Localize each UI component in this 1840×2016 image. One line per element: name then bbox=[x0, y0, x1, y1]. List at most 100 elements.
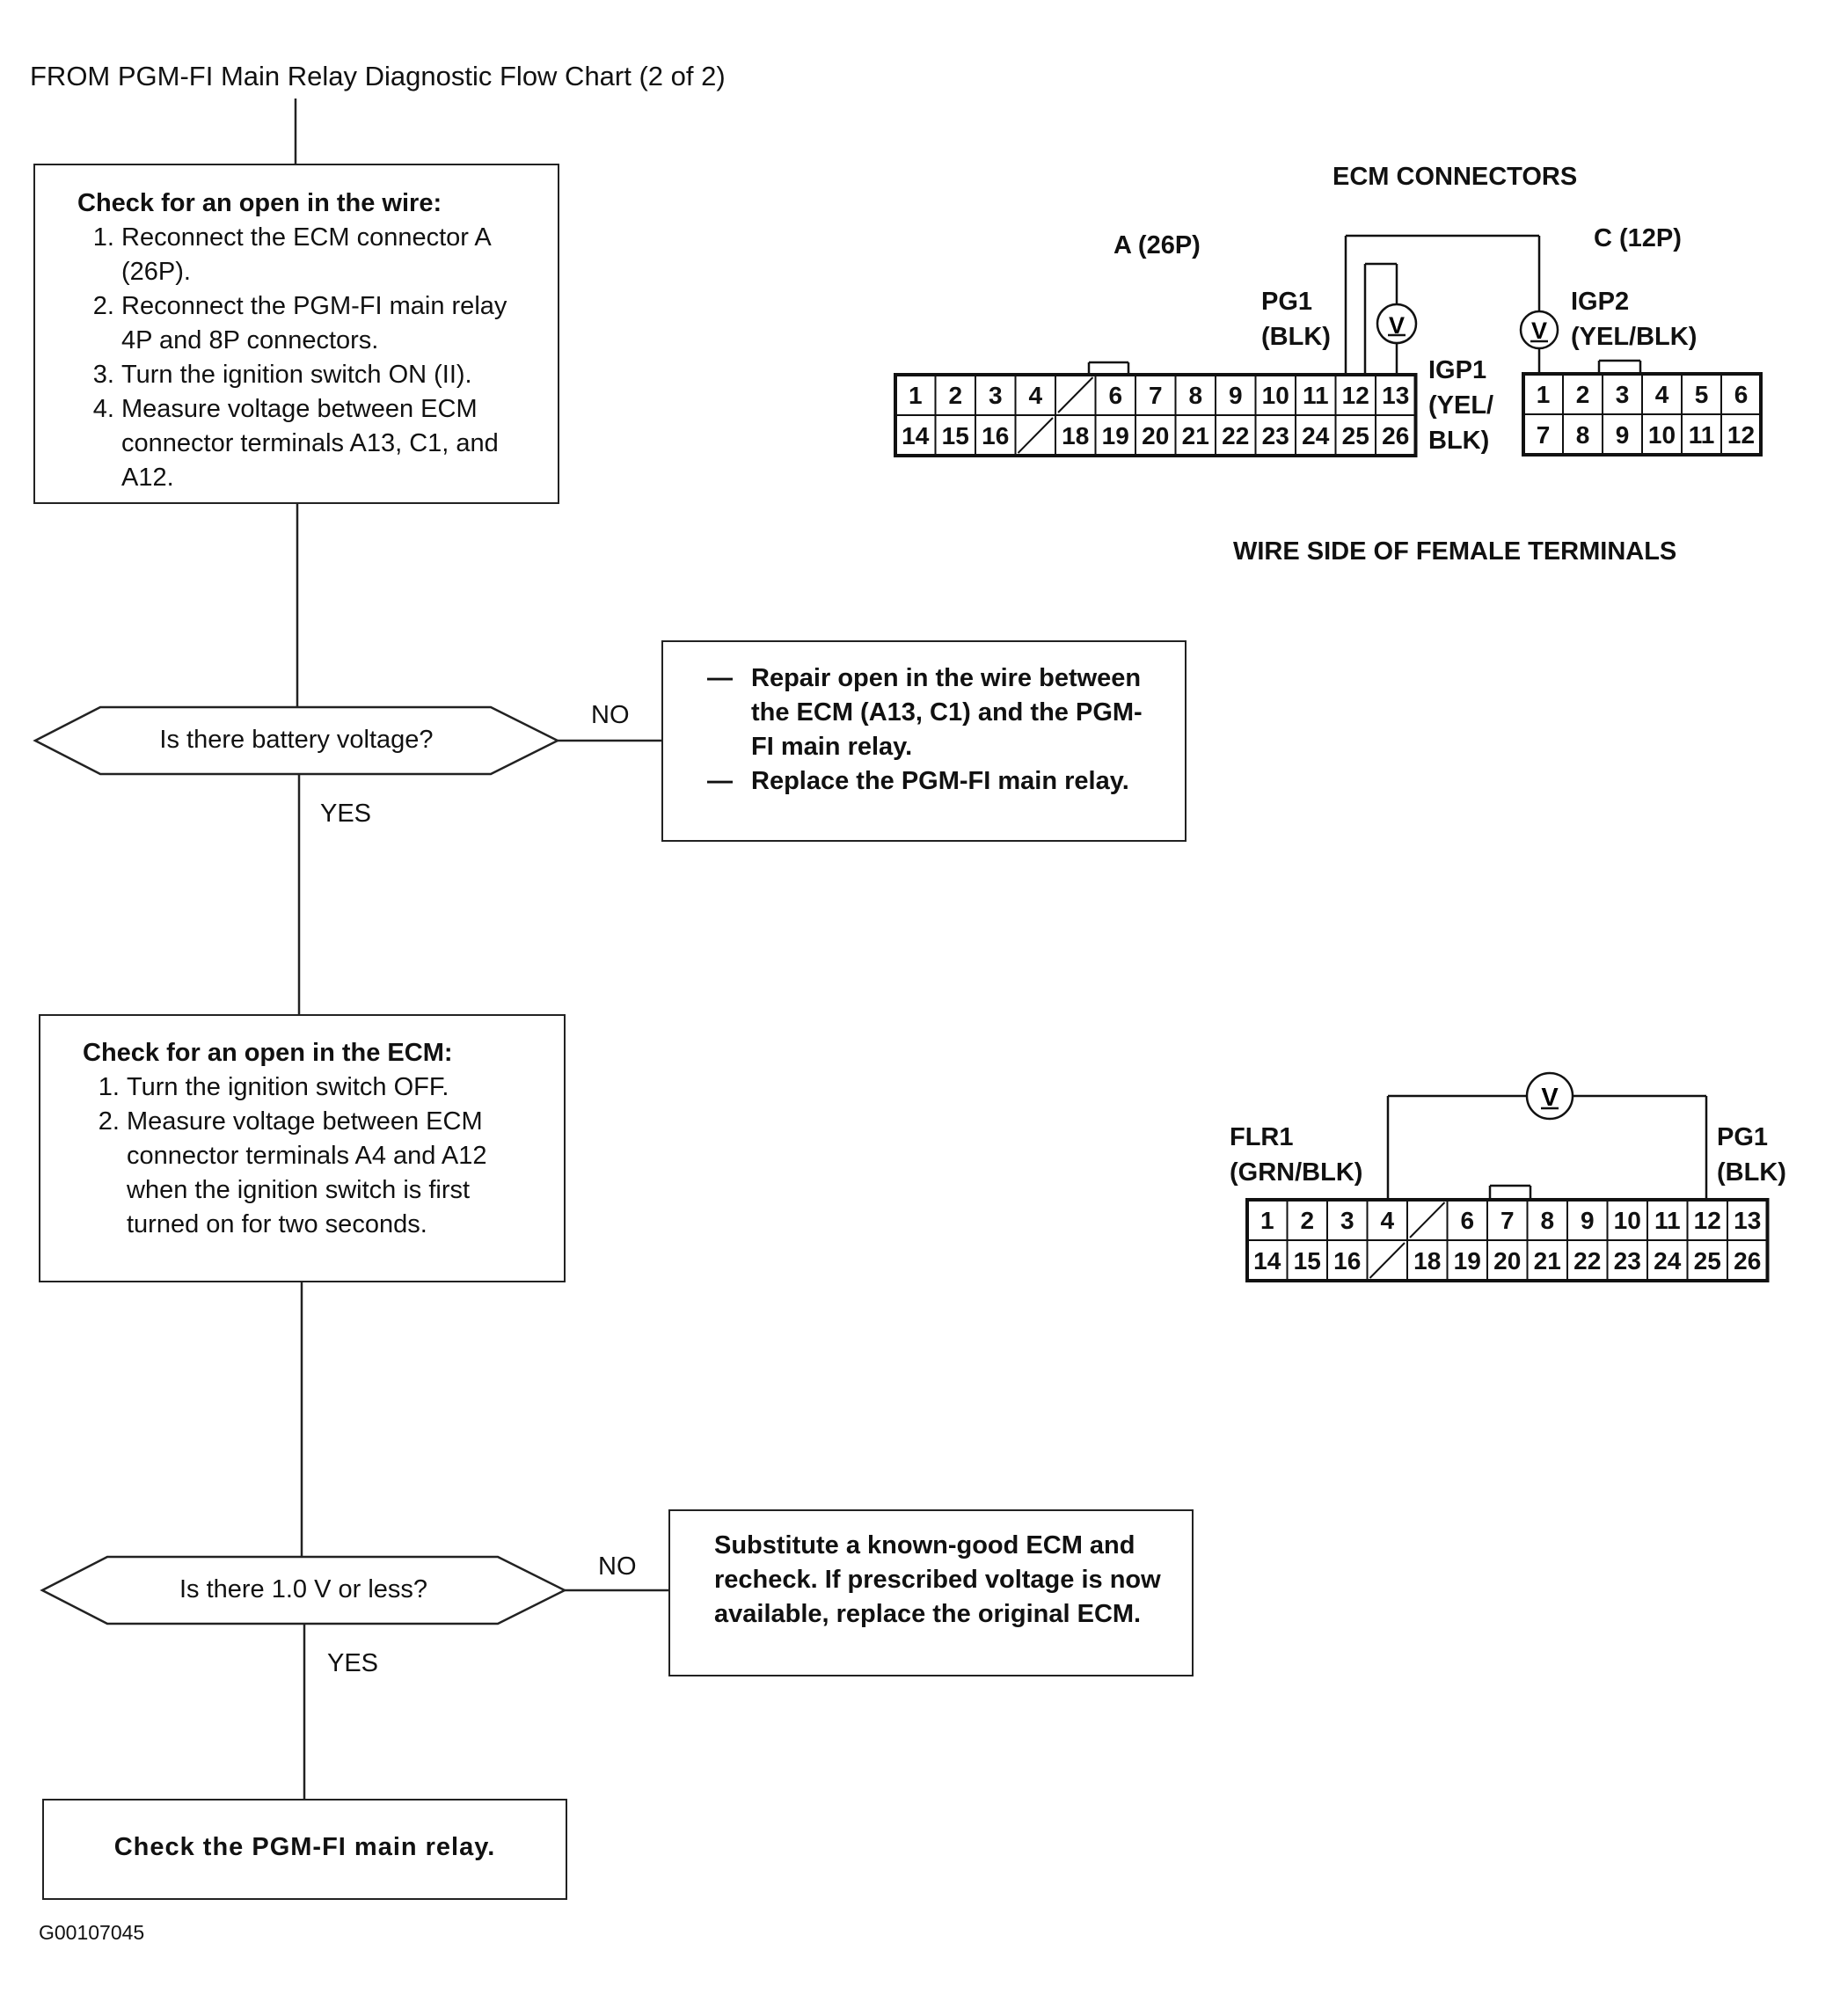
terminal-number: 16 bbox=[1333, 1247, 1361, 1275]
terminal-number: 21 bbox=[1534, 1247, 1561, 1275]
decision2-yes-label: YES bbox=[327, 1649, 379, 1677]
terminal-number: 7 bbox=[1537, 421, 1551, 449]
terminal-number: 2 bbox=[1576, 381, 1590, 408]
pg1-label-line2: (BLK) bbox=[1261, 323, 1331, 351]
igp1-label-line2: (YEL/ bbox=[1428, 391, 1494, 420]
terminal-number: 1 bbox=[1260, 1207, 1274, 1234]
terminal-number: 14 bbox=[902, 422, 930, 449]
step2-item: Turn the ignition switch OFF. bbox=[127, 1070, 540, 1105]
no2-text: Substitute a known-good ECM and recheck.… bbox=[714, 1531, 1161, 1628]
terminal-number: 7 bbox=[1149, 382, 1163, 409]
terminal-number: 6 bbox=[1734, 381, 1749, 408]
decision2-diamond bbox=[40, 1555, 567, 1625]
decision2-no-label: NO bbox=[598, 1552, 637, 1581]
unused-terminal-slash bbox=[1369, 1242, 1406, 1279]
step1-box bbox=[33, 164, 559, 504]
decision1-diamond bbox=[33, 705, 560, 776]
terminal-number: 24 bbox=[1302, 422, 1330, 449]
terminal-number: 3 bbox=[989, 382, 1003, 409]
unused-terminal-slash bbox=[1057, 376, 1094, 413]
decision2-question: Is there 1.0 V or less? bbox=[179, 1575, 428, 1603]
terminal-number: 9 bbox=[1229, 382, 1243, 409]
terminal-number: 23 bbox=[1614, 1247, 1641, 1275]
terminal-cell bbox=[1727, 1239, 1769, 1282]
no1-list: Repair open in the wire between the ECM … bbox=[707, 661, 1147, 799]
final-box bbox=[42, 1799, 567, 1900]
terminal-number: 2 bbox=[948, 382, 962, 409]
step2-heading: Check for an open in the ECM: bbox=[83, 1039, 453, 1067]
terminal-number: 11 bbox=[1303, 382, 1329, 409]
decision1-question: Is there battery voltage? bbox=[159, 726, 434, 754]
step1-list: Reconnect the ECM connector A (26P). Rec… bbox=[77, 221, 535, 495]
no1-item: Repair open in the wire between the ECM … bbox=[707, 661, 1147, 764]
figure-id: G00107045 bbox=[39, 1921, 145, 1944]
terminal-number: 3 bbox=[1616, 381, 1630, 408]
step2-box bbox=[39, 1014, 566, 1282]
terminal-number: 20 bbox=[1493, 1247, 1521, 1275]
step2-item: Measure voltage between ECM connector te… bbox=[127, 1105, 540, 1242]
step1-item: Turn the ignition switch ON (II). bbox=[121, 358, 535, 392]
terminal-number: 8 bbox=[1540, 1207, 1554, 1234]
flr1-label-line2: (GRN/BLK) bbox=[1230, 1158, 1363, 1187]
terminal-number: 8 bbox=[1188, 382, 1202, 409]
terminal-number: 9 bbox=[1616, 421, 1630, 449]
decision1-yes-label: YES bbox=[320, 800, 372, 828]
step2-content: Check for an open in the ECM: Turn the i… bbox=[83, 1036, 540, 1242]
terminal-number: 12 bbox=[1694, 1207, 1721, 1234]
terminal-number: 13 bbox=[1382, 382, 1409, 409]
decision1-no-label: NO bbox=[591, 701, 630, 729]
terminal-number: 20 bbox=[1142, 422, 1169, 449]
igp1-label-line3: BLK) bbox=[1428, 427, 1490, 455]
unused-terminal-slash bbox=[1017, 417, 1054, 454]
terminal-number: 6 bbox=[1108, 382, 1122, 409]
flr1-label-line1: FLR1 bbox=[1230, 1123, 1294, 1151]
terminal-cell bbox=[1375, 414, 1417, 457]
terminal-number: 10 bbox=[1648, 421, 1676, 449]
terminal-number: 6 bbox=[1460, 1207, 1474, 1234]
terminal-number: 26 bbox=[1382, 422, 1409, 449]
terminal-number: 11 bbox=[1689, 421, 1715, 449]
terminal-number: 21 bbox=[1182, 422, 1209, 449]
unused-terminal-slash bbox=[1409, 1202, 1446, 1238]
terminal-number: 23 bbox=[1262, 422, 1289, 449]
flr-meter-symbol: V bbox=[1541, 1084, 1559, 1112]
terminal-number: 8 bbox=[1576, 421, 1590, 449]
terminal-number: 1 bbox=[1537, 381, 1551, 408]
igp1-label-line1: IGP1 bbox=[1428, 356, 1487, 384]
terminal-number: 19 bbox=[1102, 422, 1129, 449]
igp2-label-line1: IGP2 bbox=[1571, 288, 1630, 316]
terminal-number: 18 bbox=[1062, 422, 1089, 449]
terminal-cell bbox=[1720, 413, 1762, 456]
ecm-diagram-subtitle: WIRE SIDE OF FEMALE TERMINALS bbox=[1233, 537, 1677, 566]
terminal-number: 24 bbox=[1654, 1247, 1682, 1275]
page-header: FROM PGM-FI Main Relay Diagnostic Flow C… bbox=[30, 61, 726, 91]
terminal-number: 15 bbox=[1294, 1247, 1321, 1275]
terminal-number: 16 bbox=[982, 422, 1009, 449]
terminal-number: 14 bbox=[1253, 1247, 1281, 1275]
terminal-number: 7 bbox=[1500, 1207, 1515, 1234]
terminal-number: 25 bbox=[1342, 422, 1369, 449]
terminal-number: 19 bbox=[1454, 1247, 1481, 1275]
terminal-number: 4 bbox=[1380, 1207, 1394, 1234]
terminal-number: 18 bbox=[1413, 1247, 1441, 1275]
terminal-number: 4 bbox=[1655, 381, 1669, 408]
terminal-number: 5 bbox=[1695, 381, 1709, 408]
terminal-number: 11 bbox=[1654, 1207, 1681, 1234]
no2-box bbox=[668, 1509, 1194, 1676]
terminal-number: 1 bbox=[909, 382, 923, 409]
step2-list: Turn the ignition switch OFF. Measure vo… bbox=[83, 1070, 540, 1242]
terminal-number: 13 bbox=[1734, 1207, 1761, 1234]
step1-item: Reconnect the PGM-FI main relay 4P and 8… bbox=[121, 289, 535, 358]
terminal-number: 12 bbox=[1342, 382, 1369, 409]
terminal-number: 4 bbox=[1028, 382, 1042, 409]
terminal-number: 12 bbox=[1727, 421, 1755, 449]
terminal-number: 10 bbox=[1614, 1207, 1641, 1234]
terminal-number: 26 bbox=[1734, 1247, 1761, 1275]
